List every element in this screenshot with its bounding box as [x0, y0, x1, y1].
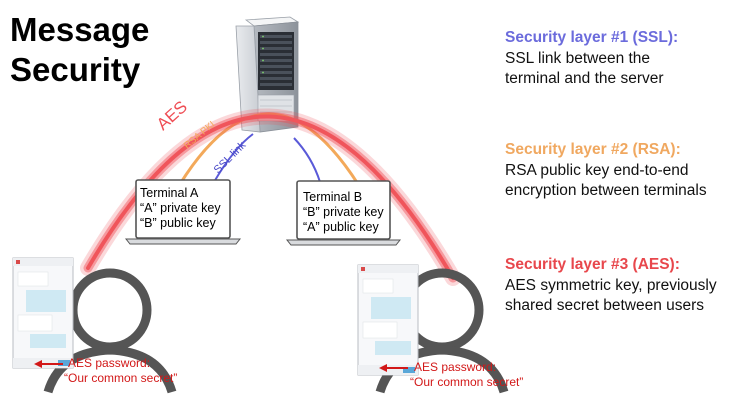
- security-layer-3-heading: Security layer #3 (AES):: [505, 256, 680, 273]
- aes-password-left-value: “Our common secret”: [64, 371, 178, 385]
- terminal-a-label: Terminal A “A” private key “B” public ke…: [140, 186, 221, 231]
- title-line-1: Message: [10, 11, 150, 48]
- terminal-b-name: Terminal B: [303, 190, 363, 204]
- terminal-a-name: Terminal A: [140, 186, 199, 200]
- server-icon: [235, 16, 300, 133]
- security-layer-2-heading: Security layer #2 (RSA):: [505, 141, 681, 158]
- aes-password-right-value: “Our common secret”: [410, 375, 524, 389]
- ssl-link-left-arc: [213, 133, 254, 183]
- security-layer-1-desc: SSL link between the terminal and the se…: [505, 50, 664, 87]
- aes-password-right-label: AES password:: [414, 360, 497, 374]
- aes-password-right: AES password: “Our common secret”: [410, 360, 523, 390]
- ssl-link-label: SSL link: [212, 139, 249, 176]
- laptop-icon: [285, 180, 402, 246]
- aes-password-left-label: AES password:: [68, 356, 151, 370]
- arrow-left-icon: [34, 360, 63, 368]
- aes-password-left: AES password: “Our common secret”: [64, 356, 177, 386]
- chat-window-icon: [12, 257, 74, 369]
- security-layer-1: Security layer #1 (SSL): SSL link betwee…: [505, 28, 745, 89]
- rsa-pki-arc: [178, 112, 360, 185]
- title-line-2: Security: [10, 51, 141, 88]
- security-layer-1-heading: Security layer #1 (SSL):: [505, 29, 679, 46]
- terminal-a-key-2: “B” public key: [140, 216, 216, 230]
- terminal-b-label: Terminal B “B” private key “A” public ke…: [303, 190, 384, 235]
- terminal-b-key-1: “B” private key: [303, 205, 384, 219]
- arrow-left-icon: [379, 364, 408, 372]
- chat-window-icon: [357, 264, 419, 376]
- terminal-a-key-1: “A” private key: [140, 201, 221, 215]
- security-layer-2: Security layer #2 (RSA): RSA public key …: [505, 140, 745, 201]
- laptop-icon: [124, 179, 242, 245]
- security-layer-3: Security layer #3 (AES): AES symmetric k…: [505, 255, 745, 316]
- ssl-link-right-arc: [293, 137, 321, 183]
- terminal-b-key-2: “A” public key: [303, 220, 379, 234]
- page-title: Message Security: [10, 10, 149, 90]
- security-layer-2-desc: RSA public key end-to-end encryption bet…: [505, 162, 707, 199]
- security-layer-3-desc: AES symmetric key, previously shared sec…: [505, 277, 717, 314]
- aes-label: AES: [153, 97, 191, 134]
